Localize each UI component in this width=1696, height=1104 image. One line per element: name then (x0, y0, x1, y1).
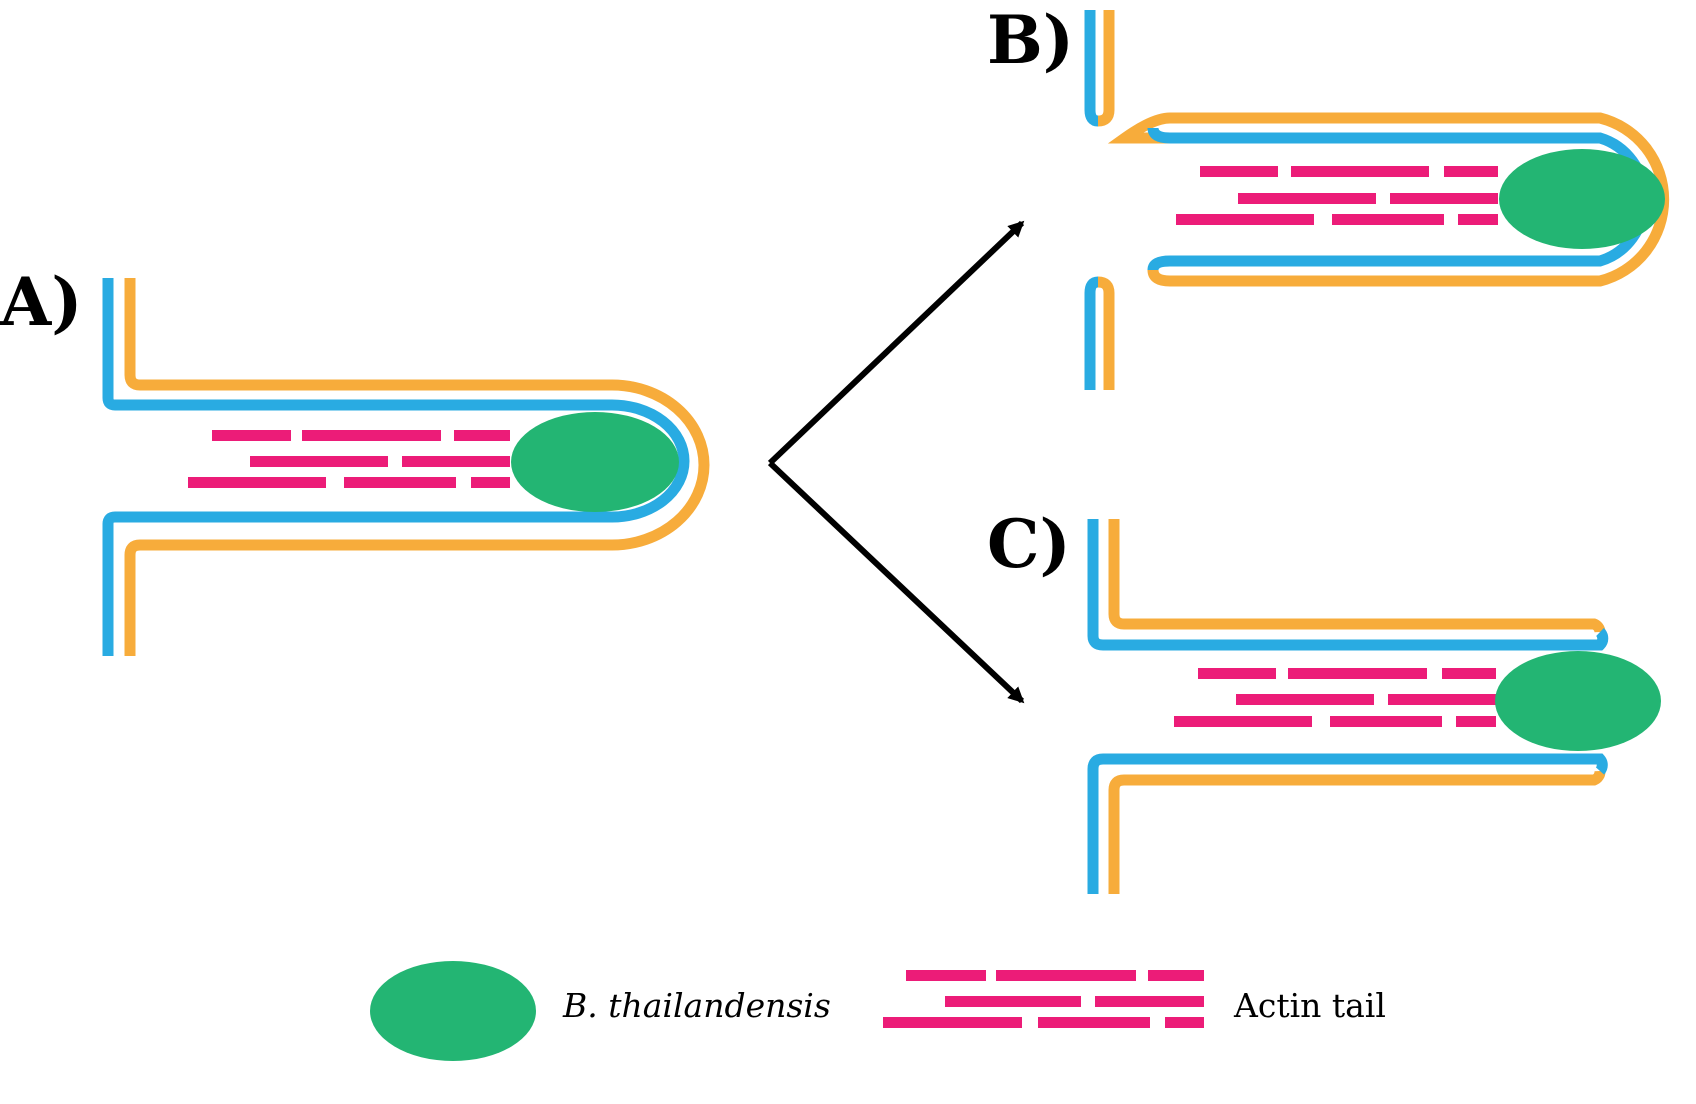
actin-filament (1291, 166, 1429, 177)
actin-filament (1288, 668, 1427, 679)
panel-b-stub-top-blue (1084, 10, 1099, 127)
panel-c-actin-tail (1174, 668, 1496, 727)
panel-a-bacterium (511, 412, 679, 512)
actin-filament (945, 996, 1081, 1007)
arrows (767, 220, 1025, 704)
panel-a-membrane-orange (124, 278, 710, 656)
actin-filament (906, 970, 986, 981)
panel-b-label: B) (987, 1, 1074, 79)
actin-filament (454, 430, 510, 441)
panel-c-membrane-blue-top (1087, 519, 1609, 651)
panel-c-bacterium (1495, 651, 1661, 751)
actin-filament (1236, 694, 1374, 705)
actin-filament (1200, 166, 1278, 177)
actin-filament (402, 456, 510, 467)
panel-b-bacterium (1499, 149, 1665, 249)
actin-filament (1038, 1017, 1150, 1028)
legend-bacterium-swatch (370, 961, 536, 1061)
panel-b-stub-bottom-orange (1097, 276, 1115, 390)
panel-c-membrane-orange-bottom (1108, 770, 1606, 894)
panel-c: C) (987, 505, 1661, 894)
actin-filament (1388, 694, 1496, 705)
panel-c-label: C) (987, 505, 1071, 583)
panel-b-stub-top-orange (1097, 10, 1115, 127)
arrow-to-b (767, 220, 1025, 466)
actin-filament (1442, 668, 1496, 679)
legend-actin-swatch (883, 970, 1204, 1028)
legend-bacterium-label: B. thailandensis (562, 986, 831, 1025)
actin-filament (1095, 996, 1204, 1007)
actin-filament (212, 430, 291, 441)
actin-filament (1332, 214, 1444, 225)
panel-a-label: A) (0, 263, 82, 341)
panel-a-membrane-blue (102, 278, 690, 656)
panel-c-membrane-orange-top (1108, 519, 1606, 633)
arrow-to-c (767, 460, 1025, 704)
actin-filament (1198, 668, 1276, 679)
actin-filament (188, 477, 326, 488)
actin-filament (1238, 193, 1376, 204)
panel-b: B) (987, 1, 1670, 390)
actin-filament (471, 477, 510, 488)
legend: B. thailandensis Actin tail (370, 961, 1386, 1061)
panel-b-stub-bottom-blue (1084, 276, 1099, 390)
actin-filament (1165, 1017, 1204, 1028)
panel-a-actin-tail (188, 430, 510, 488)
actin-filament (1330, 716, 1442, 727)
actin-filament (1174, 716, 1312, 727)
actin-filament (344, 477, 456, 488)
actin-filament (883, 1017, 1022, 1028)
legend-actin-label: Actin tail (1233, 986, 1386, 1025)
actin-filament (1456, 716, 1496, 727)
actin-filament (1148, 970, 1204, 981)
panel-a: A) (0, 263, 710, 656)
actin-filament (1176, 214, 1314, 225)
actin-filament (996, 970, 1136, 981)
panel-b-actin-tail (1176, 166, 1498, 225)
actin-filament (1458, 214, 1498, 225)
actin-filament (250, 456, 388, 467)
actin-filament (1444, 166, 1498, 177)
actin-filament (302, 430, 441, 441)
panel-c-membrane-blue-bottom (1087, 753, 1608, 894)
actin-filament (1390, 193, 1498, 204)
